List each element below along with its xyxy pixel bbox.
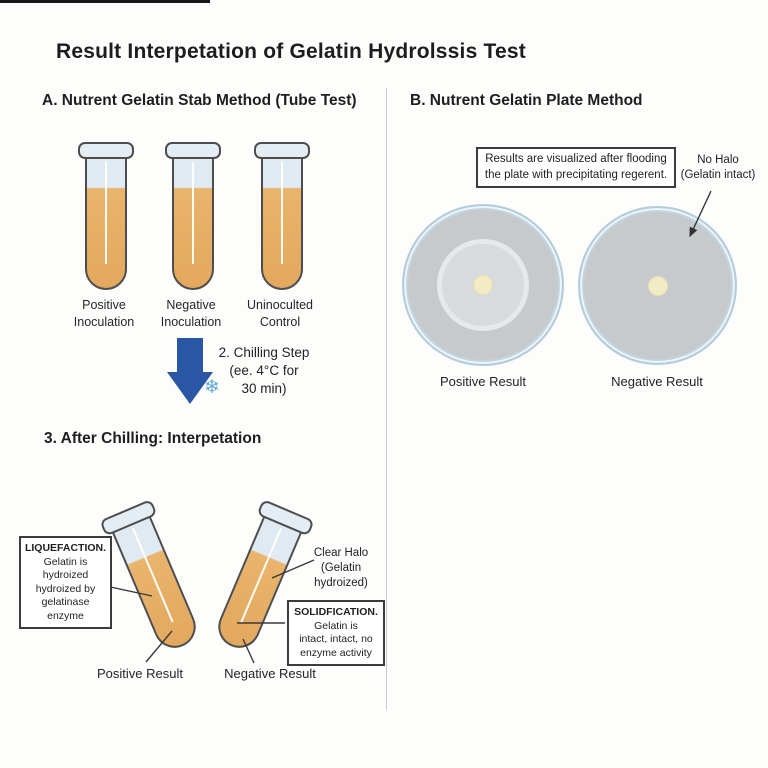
callout-line: Gelatin is <box>43 555 88 568</box>
tube-negative-inoculation <box>165 142 221 290</box>
solidification-callout-box: SOLIDFICATION. Gelatin is intact, intact… <box>287 600 385 666</box>
note-line: Clear Halo <box>313 547 369 559</box>
callout-line: LIQUEFACTION. <box>24 542 107 554</box>
positive-result-label-a: Positive Result <box>97 666 183 681</box>
tube-positive-inoculation <box>78 142 134 290</box>
positive-result-label-b: Positive Result <box>440 374 526 389</box>
stab-line <box>192 162 194 264</box>
vertical-divider <box>386 88 387 710</box>
chilling-line: 2. Chilling Step <box>218 345 310 360</box>
tube-label-line: Negative <box>166 298 216 312</box>
flooding-note-box: Results are visualized after flooding th… <box>476 147 676 188</box>
clear-halo-note: Clear Halo (Gelatin hydroized) <box>306 546 376 591</box>
stab-line <box>105 162 107 264</box>
tube-label-line: Uninoculted <box>246 298 313 312</box>
tube-label-negative: Negative Inoculation <box>139 297 243 331</box>
callout-line: Gelatin is <box>314 619 358 632</box>
after-chilling-heading: 3. After Chilling: Interpetation <box>44 430 262 447</box>
tube-label-line: Inoculation <box>160 315 222 329</box>
chilling-step-text: 2. Chilling Step (ee. 4°C for 30 min) <box>206 344 322 398</box>
section-b-heading: B. Nutrent Gelatin Plate Method <box>410 92 643 109</box>
note-line: (Gelatin intact) <box>680 169 756 181</box>
negative-result-label-a: Negative Result <box>224 666 316 681</box>
plate-negative-result <box>578 206 737 365</box>
tube-cap <box>165 142 221 159</box>
colony-spot <box>473 275 493 295</box>
note-line: hydroized) <box>314 577 368 589</box>
section-a-heading: A. Nutrent Gelatin Stab Method (Tube Tes… <box>42 92 357 109</box>
tube-label-control: Uninoculted Control <box>228 297 332 331</box>
note-line: Results are visualized after flooding <box>485 153 667 165</box>
callout-line: enzyme activity <box>300 646 372 659</box>
liquefaction-callout-box: LIQUEFACTION. Gelatin is hydroized hydro… <box>19 536 112 629</box>
page-title: Result Interpetation of Gelatin Hydrolss… <box>56 40 526 63</box>
tube-cap <box>78 142 134 159</box>
top-edge-artifact <box>0 0 210 3</box>
callout-line: intact, intact, no <box>299 633 373 645</box>
callout-line: hydroized <box>42 569 89 581</box>
tube-uninoculated-control <box>254 142 310 290</box>
tube-label-line: Inoculation <box>73 315 135 329</box>
note-line: (Gelatin <box>320 562 362 574</box>
negative-result-label-b: Negative Result <box>611 374 703 389</box>
tube-cap <box>254 142 310 159</box>
plate-positive-result <box>402 204 564 366</box>
stab-line <box>281 162 283 264</box>
clearing-halo <box>437 239 529 331</box>
callout-line: gelatinase enzyme <box>41 596 90 622</box>
chilling-line: (ee. 4°C for <box>229 363 299 378</box>
tube-label-line: Positive <box>82 298 126 312</box>
tube-label-positive: Positive Inoculation <box>52 297 156 331</box>
callout-line: SOLIDFICATION. <box>294 606 378 618</box>
tube-liquefied-positive <box>99 498 203 655</box>
no-halo-note: No Halo (Gelatin intact) <box>672 153 764 183</box>
snowflake-icon: ❄ <box>204 377 220 398</box>
note-line: No Halo <box>697 154 739 166</box>
chilling-line: 30 min) <box>241 381 287 396</box>
colony-spot <box>647 275 668 296</box>
note-line: the plate with precipitating regerent. <box>484 168 668 181</box>
callout-line: hydroized by <box>35 582 96 595</box>
tube-label-line: Control <box>259 315 301 329</box>
